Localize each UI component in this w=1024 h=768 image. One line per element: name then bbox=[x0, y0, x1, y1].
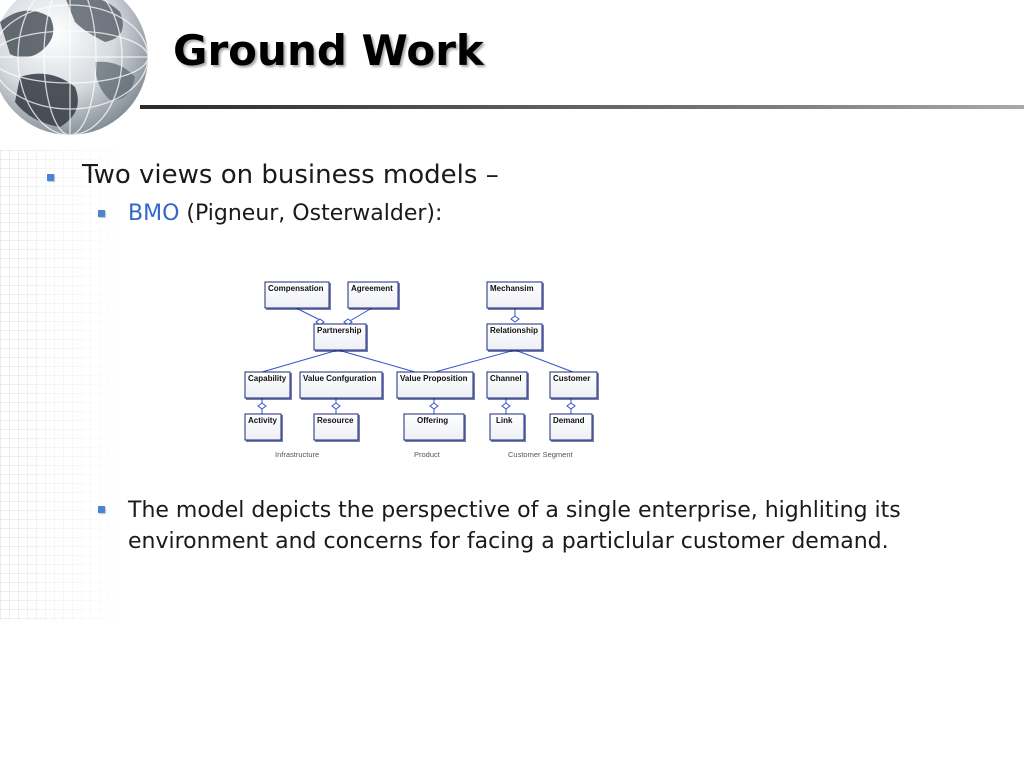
bmo-label: BMO bbox=[128, 201, 180, 226]
label-link: Link bbox=[496, 416, 513, 425]
label-mechanism: Mechansim bbox=[490, 284, 534, 293]
bullet-main: Two views on business models – bbox=[82, 160, 499, 190]
label-activity: Activity bbox=[248, 416, 277, 425]
label-offering: Offering bbox=[417, 416, 448, 425]
bullet-square-icon bbox=[47, 174, 54, 181]
box-resource bbox=[313, 413, 359, 441]
decorative-grid bbox=[0, 150, 130, 620]
bullet-square-icon bbox=[98, 210, 105, 217]
globe-icon bbox=[0, 0, 148, 135]
bmo-authors: (Pigneur, Osterwalder): bbox=[186, 201, 443, 226]
label-capability: Capability bbox=[248, 374, 287, 383]
box-mechanism bbox=[486, 281, 543, 309]
box-value-proposition bbox=[396, 371, 474, 399]
box-value-configuration bbox=[299, 371, 383, 399]
slide-title: Ground Work bbox=[173, 26, 484, 75]
box-customer bbox=[549, 371, 598, 399]
title-divider bbox=[140, 105, 1024, 109]
bullet-square-icon bbox=[98, 506, 105, 513]
group-label-product: Product bbox=[414, 450, 441, 459]
label-value-configuration: Value Confguration bbox=[303, 374, 376, 383]
bullet-sub: BMO (Pigneur, Osterwalder): bbox=[128, 201, 442, 226]
label-resource: Resource bbox=[317, 416, 354, 425]
box-relationship bbox=[486, 323, 543, 351]
label-channel: Channel bbox=[490, 374, 522, 383]
group-label-customer-segment: Customer Segment bbox=[508, 450, 574, 459]
label-partnership: Partnership bbox=[317, 326, 362, 335]
group-label-infrastructure: Infrastructure bbox=[275, 450, 319, 459]
label-relationship: Relationship bbox=[490, 326, 538, 335]
box-offering bbox=[403, 413, 465, 441]
label-demand: Demand bbox=[553, 416, 585, 425]
bmo-diagram: Compensation Agreement Mechansim Partner… bbox=[244, 281, 599, 459]
box-compensation bbox=[264, 281, 330, 309]
box-activity bbox=[244, 413, 282, 441]
diagram-diamonds bbox=[257, 315, 576, 410]
label-customer: Customer bbox=[553, 374, 590, 383]
label-agreement: Agreement bbox=[351, 284, 393, 293]
box-shadows bbox=[246, 283, 599, 442]
label-value-proposition: Value Proposition bbox=[400, 374, 468, 383]
label-compensation: Compensation bbox=[268, 284, 324, 293]
box-link bbox=[489, 413, 525, 441]
bullet-description: The model depicts the perspective of a s… bbox=[128, 498, 901, 554]
